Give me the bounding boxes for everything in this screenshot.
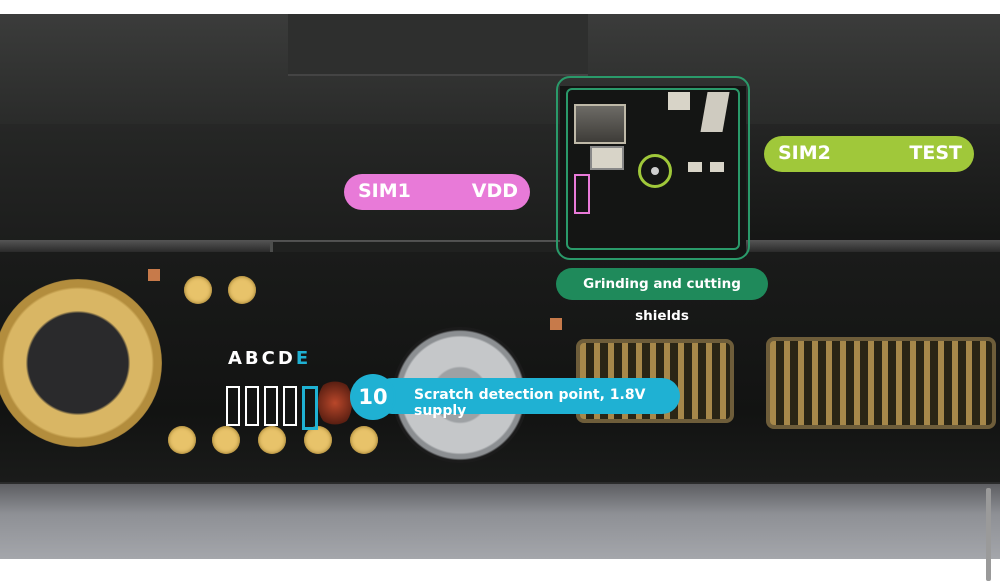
gold-test-pad: [228, 276, 256, 304]
gold-test-pad: [168, 426, 196, 454]
abcde-label: ABCDE: [228, 348, 311, 369]
cap-top: [668, 92, 690, 110]
copper-pad: [550, 318, 562, 330]
pad-box-c: [264, 386, 278, 426]
sim2-label-left: SIM2: [778, 142, 831, 164]
pad-box-d: [283, 386, 297, 426]
copper-pad: [148, 269, 160, 281]
sim1-vdd-marker: [574, 174, 590, 214]
pad-box-e: [302, 386, 318, 430]
scratch-spot: [318, 378, 352, 428]
scrollbar-thumb[interactable]: [986, 488, 991, 581]
gold-test-pad: [184, 276, 212, 304]
sim1-label-left: SIM1: [358, 180, 411, 202]
gold-test-pad: [350, 426, 378, 454]
cap-mid: [590, 146, 624, 170]
cap-large: [574, 104, 626, 144]
metal-edge: [0, 484, 1000, 559]
pcb-photo: [0, 14, 1000, 559]
pad-box-a: [226, 386, 240, 426]
scratch-number-badge: 10: [352, 376, 394, 418]
sim2-test-label: SIM2 TEST: [764, 136, 974, 172]
sim1-label-right: VDD: [471, 180, 518, 202]
cap-right-a: [688, 162, 702, 172]
circle-target-icon: [638, 154, 672, 188]
connector-large: [766, 337, 996, 429]
shield-outline-outer: [556, 76, 750, 260]
grinding-label: Grinding and cutting shields: [556, 268, 768, 324]
abcde-main: ABCD: [228, 348, 296, 369]
sim2-label-right: TEST: [909, 142, 962, 164]
sim1-vdd-label: SIM1 VDD: [344, 174, 530, 210]
shield-outline-inner: [566, 88, 740, 250]
scratch-label: Scratch detection point, 1.8V supply: [374, 378, 680, 419]
gold-test-pad: [212, 426, 240, 454]
gold-test-pad: [258, 426, 286, 454]
gold-screw-ring: [0, 279, 162, 447]
abcde-last: E: [295, 348, 312, 369]
scratch-text: Scratch detection point, 1.8V supply: [414, 387, 646, 419]
cap-right-b: [710, 162, 724, 172]
test-point-dot: [651, 167, 659, 175]
shield-recess: [288, 14, 588, 76]
gold-test-pad: [304, 426, 332, 454]
pad-box-b: [245, 386, 259, 426]
